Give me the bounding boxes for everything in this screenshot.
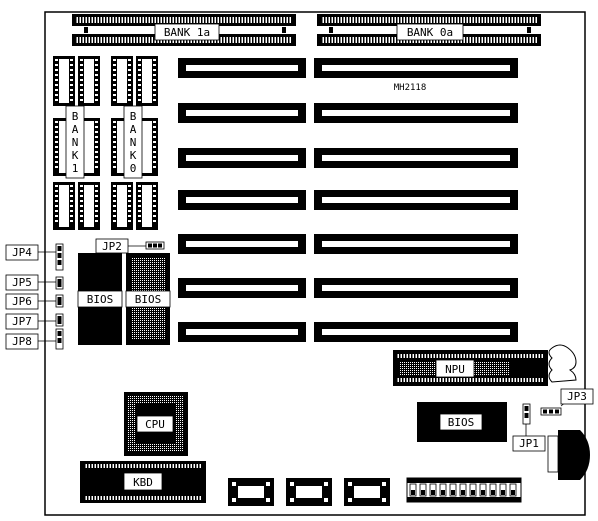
dram-chip [136, 182, 158, 230]
dip-switch [449, 483, 457, 497]
bank-0-letter: K [130, 149, 137, 162]
expansion-slot [314, 103, 518, 123]
bank-0-letter: 0 [130, 162, 137, 175]
bank-0-letter: N [130, 136, 137, 149]
jp6-label: JP6 [12, 295, 32, 308]
bios-chip-mid: BIOS [125, 253, 171, 345]
dip-switch [439, 483, 447, 497]
dram-chip [111, 56, 133, 106]
expansion-slot [178, 190, 306, 210]
jumper-jp3: JP3 [540, 388, 594, 416]
dip-switch [479, 483, 487, 497]
expansion-slot [178, 148, 306, 168]
dram-chip [78, 56, 100, 106]
bank-1-letter: A [72, 123, 79, 136]
dip-switch [419, 483, 427, 497]
expansion-slot [314, 148, 518, 168]
keyboard-connector [547, 430, 590, 480]
jp8-label: JP8 [12, 335, 32, 348]
jumper-jp7: JP7 [5, 313, 64, 330]
dip-switch [489, 483, 497, 497]
cpu-label: CPU [145, 418, 165, 431]
dip-switch [509, 483, 517, 497]
expansion-slot [314, 322, 518, 342]
simm-bank-1a: BANK 1a [72, 14, 296, 46]
bank-0-label-group: B A N K 0 [123, 105, 143, 179]
dram-chip [53, 56, 75, 106]
expansion-slot [178, 278, 306, 298]
jumper-jp2: JP2 [95, 238, 165, 254]
jp3-label: JP3 [567, 390, 587, 403]
jp1-label: JP1 [519, 437, 539, 450]
simm-bank-0a: BANK 0a [317, 14, 541, 46]
jumper-jp5: JP5 [5, 274, 64, 291]
bank-0-letter: A [130, 123, 137, 136]
bank-1-label-group: B A N K 1 [65, 105, 85, 179]
bios-left-label: BIOS [87, 293, 114, 306]
expansion-slot [178, 322, 306, 342]
dip-switch-row [406, 477, 522, 503]
dip-memory-banks [53, 56, 158, 230]
jp2-label: JP2 [102, 240, 122, 253]
dram-chip [111, 182, 133, 230]
expansion-slots [178, 58, 518, 342]
bank-0a-label: BANK 0a [407, 26, 453, 39]
small-socket-3 [344, 478, 390, 506]
bank-1-letter: B [72, 110, 79, 123]
small-socket-1 [228, 478, 274, 506]
npu-label: NPU [445, 363, 465, 376]
expansion-slot [178, 58, 306, 78]
bank-1-letter: K [72, 149, 79, 162]
bios-mid-label: BIOS [135, 293, 162, 306]
bios-chip-right: BIOS [417, 402, 507, 442]
dip-switch [409, 483, 417, 497]
expansion-slot [178, 103, 306, 123]
jumper-jp4: JP4 [5, 243, 64, 271]
jp7-label: JP7 [12, 315, 32, 328]
dip-switch [459, 483, 467, 497]
expansion-slot [314, 190, 518, 210]
dip-switch [469, 483, 477, 497]
battery-outline [548, 344, 577, 383]
kbd-label: KBD [133, 476, 153, 489]
jumper-jp8: JP8 [5, 328, 64, 350]
bios-right-label: BIOS [448, 416, 475, 429]
bank-1-letter: 1 [72, 162, 79, 175]
board-model-label: MH2118 [394, 83, 427, 93]
expansion-slot [314, 234, 518, 254]
dram-chip [78, 182, 100, 230]
cpu-socket: CPU [124, 392, 188, 456]
dip-switch [499, 483, 507, 497]
expansion-slot [178, 234, 306, 254]
bank-1-letter: N [72, 136, 79, 149]
npu-socket: NPU [393, 350, 548, 386]
small-socket-2 [286, 478, 332, 506]
bank-1a-label: BANK 1a [164, 26, 210, 39]
bank-0-letter: B [130, 110, 137, 123]
jp4-label: JP4 [12, 246, 32, 259]
dip-switch [429, 483, 437, 497]
jumper-jp1: JP1 [512, 403, 546, 452]
jp5-label: JP5 [12, 276, 32, 289]
expansion-slot [314, 58, 518, 78]
dram-chip [53, 182, 75, 230]
kbd-chip: KBD [80, 461, 206, 503]
bios-chip-left: BIOS [77, 253, 123, 345]
jumper-jp6: JP6 [5, 293, 64, 310]
dram-chip [136, 56, 158, 106]
expansion-slot [314, 278, 518, 298]
